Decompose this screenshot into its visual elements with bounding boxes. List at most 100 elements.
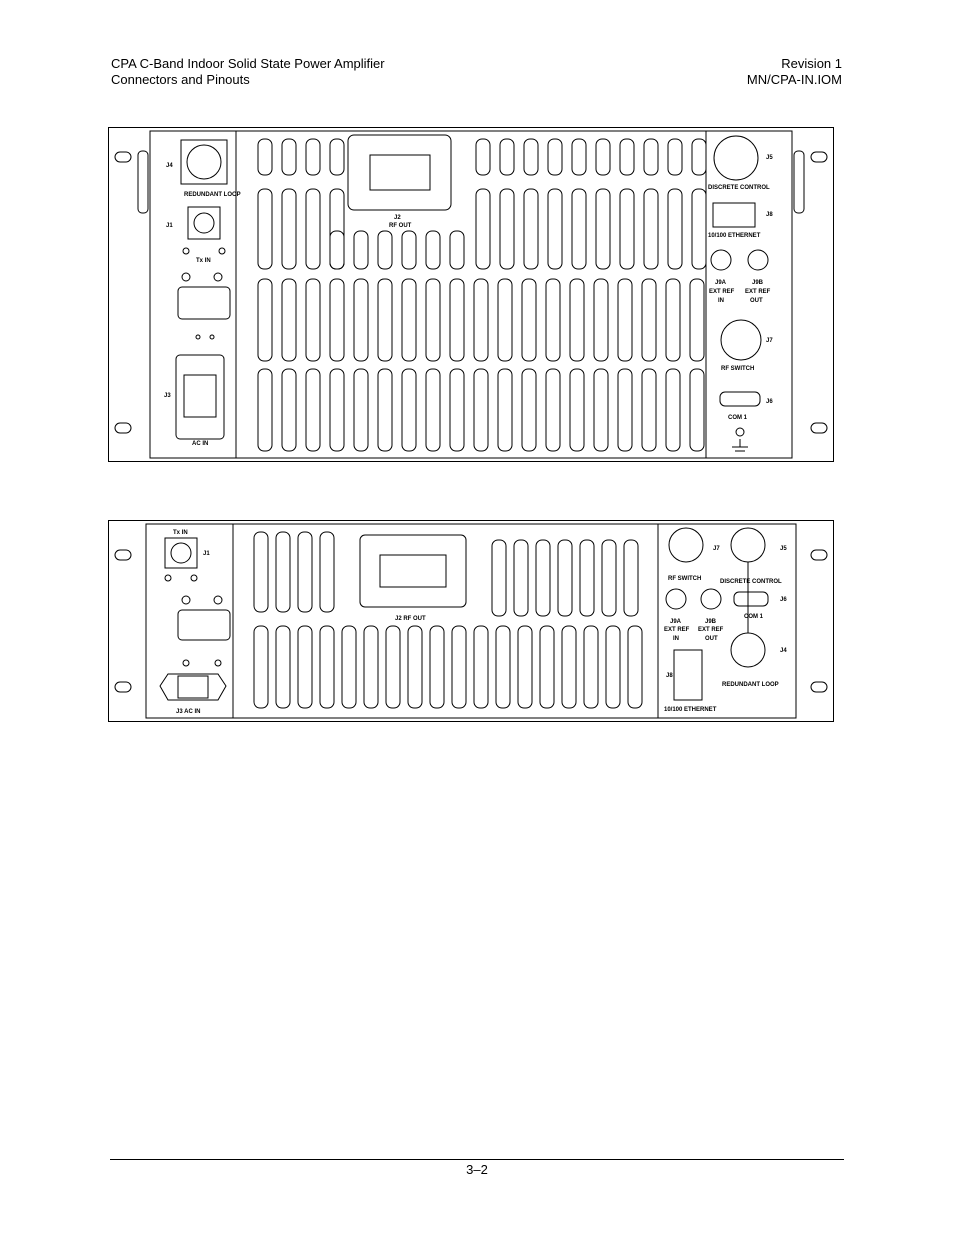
in-label: IN	[673, 636, 679, 642]
j1-label: J1	[166, 223, 173, 229]
vent-slot	[429, 625, 445, 709]
section-title: Connectors and Pinouts	[111, 72, 250, 87]
rack-ear-slot	[810, 422, 828, 434]
j9b-connector	[747, 249, 769, 271]
vent-slot	[475, 188, 491, 270]
j4-connector	[180, 139, 228, 185]
j5-connector	[713, 135, 759, 181]
vent-slot	[619, 138, 635, 176]
ext-ref-in-label: EXT REF	[664, 627, 690, 633]
vent-slot	[305, 278, 321, 362]
power-switch	[177, 286, 231, 320]
screw-hole	[209, 334, 215, 340]
vent-slot	[523, 138, 539, 176]
tx-in-label: Tx IN	[196, 258, 211, 264]
fuse-holder	[181, 595, 191, 605]
vent-slot	[257, 188, 273, 270]
vent-slot	[583, 625, 599, 709]
vent-slot	[513, 539, 529, 617]
redundant-loop-label: REDUNDANT LOOP	[184, 192, 241, 198]
panel-inner-frame	[149, 130, 793, 459]
vent-slot	[593, 368, 609, 452]
j7-connector	[720, 319, 762, 361]
vent-slot	[377, 278, 393, 362]
vent-slot	[319, 625, 335, 709]
j1-connector-face	[170, 542, 192, 564]
vent-slot	[539, 625, 555, 709]
vent-slot	[619, 188, 635, 270]
j2-waveguide-flange	[347, 134, 452, 211]
vent-slot	[601, 539, 617, 617]
vent-slot	[475, 138, 491, 176]
screw-hole	[214, 659, 222, 667]
j6-com-port	[733, 591, 769, 607]
vent-slot	[281, 368, 297, 452]
vent-slot	[473, 625, 489, 709]
rack-ear-slot	[810, 549, 828, 561]
vent-slot	[571, 138, 587, 176]
vent-slot	[449, 368, 465, 452]
vent-slot	[353, 368, 369, 452]
panel-inner-frame	[145, 523, 797, 719]
vent-slot	[353, 278, 369, 362]
j4-connector-face	[186, 144, 222, 180]
vent-slot	[353, 230, 369, 270]
j1-connector	[187, 206, 221, 240]
rf-switch-label: RF SWITCH	[668, 576, 701, 582]
page-number: 3–2	[466, 1162, 488, 1177]
vent-slot	[401, 230, 417, 270]
vent-slot	[329, 368, 345, 452]
vent-slot	[401, 368, 417, 452]
vent-slot	[329, 138, 345, 176]
right-handle	[793, 150, 805, 214]
j7-label: J7	[713, 546, 720, 552]
vent-slot	[377, 230, 393, 270]
vent-slot	[449, 278, 465, 362]
vent-slot	[363, 625, 379, 709]
vent-slot	[407, 625, 423, 709]
j9a-connector	[665, 588, 687, 610]
vent-slot	[499, 188, 515, 270]
j1-connector-face	[193, 212, 215, 234]
vent-slot	[547, 188, 563, 270]
vent-slot	[545, 278, 561, 362]
screw-hole	[190, 574, 198, 582]
vent-slot	[253, 625, 269, 709]
vent-grille	[253, 531, 643, 709]
j3-ac-in-label: J3 AC IN	[176, 709, 200, 715]
j3-ac-inlet	[159, 673, 227, 701]
vent-slot	[557, 539, 573, 617]
ethernet-label: 10/100 ETHERNET	[664, 707, 717, 713]
document-title: CPA C-Band Indoor Solid State Power Ampl…	[111, 56, 385, 71]
vent-slot	[667, 138, 683, 176]
document-number: MN/CPA-IN.IOM	[746, 72, 842, 87]
screw-hole	[195, 334, 201, 340]
vent-slot	[521, 368, 537, 452]
vent-slot	[547, 138, 563, 176]
j5-label: J5	[766, 155, 773, 161]
vent-slot	[305, 368, 321, 452]
rf-out-label: RF OUT	[389, 223, 412, 229]
vent-slot	[257, 278, 273, 362]
j7-label: J7	[766, 338, 773, 344]
vent-slot	[253, 531, 269, 613]
vent-slot	[665, 278, 681, 362]
vent-slot	[569, 368, 585, 452]
j2-waveguide-flange	[359, 534, 467, 608]
panel-outline	[108, 520, 834, 722]
vent-slot	[691, 188, 707, 270]
vent-slot	[499, 138, 515, 176]
vent-slot	[605, 625, 621, 709]
vent-slot	[281, 188, 297, 270]
vent-slot	[449, 230, 465, 270]
j2-rf-out-label: J2 RF OUT	[395, 616, 426, 622]
left-handle	[137, 150, 149, 214]
j6-label: J6	[780, 597, 787, 603]
j5-label: J5	[780, 546, 787, 552]
vent-slot	[595, 138, 611, 176]
rack-ear-slot	[114, 422, 132, 434]
ethernet-label: 10/100 ETHERNET	[708, 233, 761, 239]
discrete-control-label: DISCRETE CONTROL	[720, 579, 782, 585]
vent-slot	[571, 188, 587, 270]
j3-ac-socket	[177, 675, 209, 699]
